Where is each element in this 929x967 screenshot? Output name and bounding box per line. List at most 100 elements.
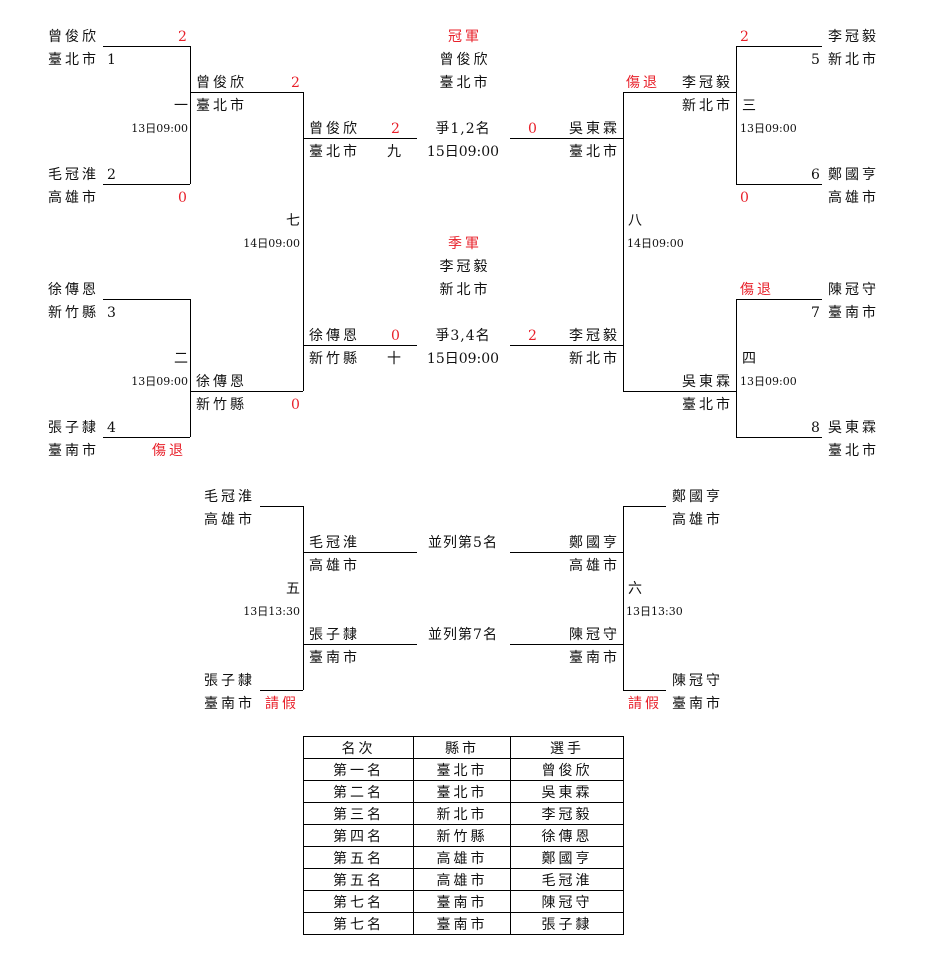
player-name: 吳東霖 [682,374,733,390]
line-tie5-right [510,552,623,553]
rank: 第三名 [303,802,414,825]
match-9-label: 九 [387,144,401,160]
player-name: 吳東霖 [828,420,879,436]
bronze-right-city: 新北市 [569,351,620,367]
match-6-time: 13日13:30 [626,605,683,618]
third-title: 季軍 [448,236,482,252]
city: 高雄市 [413,846,511,869]
score: 2 [291,75,303,91]
score: 2 [178,29,190,45]
match-1-time: 13日09:00 [131,122,188,135]
player-name: 徐傳恩 [48,282,99,298]
player-city: 新北市 [828,52,879,68]
line-seed4 [103,437,190,438]
player-name: 徐傳恩 [196,374,247,390]
header-rank: 名次 [303,736,414,759]
champion-title: 冠軍 [448,29,482,45]
line-seed6 [736,184,822,185]
player-name: 陳冠守 [569,627,620,643]
player-city: 高雄市 [569,558,620,574]
player-city: 臺南市 [309,650,360,666]
player-name: 張子隸 [48,420,99,436]
match-6-label: 六 [628,581,642,597]
match-8-label: 八 [628,213,642,229]
player-city: 臺南市 [48,443,99,459]
player-name: 陳冠守 [828,282,879,298]
rank: 第五名 [303,846,414,869]
player-city: 新竹縣 [48,305,99,321]
player-city: 臺北市 [682,397,733,413]
bronze-left-score: 0 [391,328,403,344]
player: 陳冠守 [510,890,624,913]
status-note: 傷退 [152,443,186,459]
city: 臺南市 [413,890,511,913]
city: 高雄市 [413,868,511,891]
table-header-row: 名次 縣市 選手 [303,736,624,759]
table-row: 第四名新竹縣徐傳恩 [303,824,624,847]
line-tie5-left [303,552,417,553]
seed-number: 4 [107,420,119,436]
line-seed1 [103,46,190,47]
city: 新北市 [413,802,511,825]
table-row: 第五名高雄市鄭國亨 [303,846,624,869]
score: 0 [291,397,303,413]
line-m7 [303,92,304,391]
champion-city: 臺北市 [439,75,491,91]
match-5-time: 13日13:30 [243,605,300,618]
third-city: 新北市 [439,282,491,298]
line-seed2 [103,184,190,185]
status-note: 請假 [265,696,299,712]
player-name: 毛冠淮 [204,489,255,505]
seed-number: 2 [107,167,119,183]
city: 臺北市 [413,758,511,781]
line-c-bottom-left [260,690,303,691]
tie-7-label: 並列第7名 [428,627,498,643]
score: 0 [740,190,752,206]
rank: 第四名 [303,824,414,847]
player-name: 毛冠淮 [48,167,99,183]
score: 2 [740,29,752,45]
player-city: 臺北市 [48,52,99,68]
final-left-name: 曾俊欣 [309,121,360,137]
line-m8 [623,92,624,391]
line-bronze-right [510,345,623,346]
line-seed8 [736,437,822,438]
final-left-score: 2 [391,121,403,137]
player: 張子隸 [510,912,624,935]
table-row: 第五名高雄市毛冠淮 [303,868,624,891]
line-seed7 [736,299,822,300]
match-7-time: 14日09:00 [243,237,300,250]
player-city: 高雄市 [48,190,99,206]
seed-number: 6 [811,167,823,183]
table-row: 第三名新北市李冠毅 [303,802,624,825]
results-table: 名次 縣市 選手 第一名臺北市曾俊欣 第二名臺北市吳東霖 第三名新北市李冠毅 第… [303,736,624,935]
status-note: 傷退 [626,75,660,91]
player-city: 臺北市 [828,443,879,459]
player-name: 陳冠守 [672,673,723,689]
bronze-title: 爭3,4名 [435,328,491,344]
line-w2 [190,391,303,392]
rank: 第七名 [303,890,414,913]
bronze-right-score: 2 [528,328,540,344]
tie-5-label: 並列第5名 [428,535,498,551]
champion-name: 曾俊欣 [439,52,491,68]
final-left-city: 臺北市 [309,144,360,160]
line-w4 [623,391,736,392]
line-m2 [190,299,191,437]
line-tie7-left [303,644,417,645]
player: 毛冠淮 [510,868,624,891]
match-5-label: 五 [286,581,300,597]
player-city: 臺北市 [196,98,247,114]
match-4-time: 13日09:00 [740,375,797,388]
seed-number: 8 [811,420,823,436]
line-c-bottom-right [623,690,666,691]
player-name: 李冠毅 [828,29,879,45]
bronze-time: 15日09:00 [426,351,500,367]
table-row: 第七名臺南市張子隸 [303,912,624,935]
line-seed3 [103,299,190,300]
player-name: 李冠毅 [682,75,733,91]
match-3-time: 13日09:00 [740,122,797,135]
player: 鄭國亨 [510,846,624,869]
final-time: 15日09:00 [426,144,500,160]
match-2-label: 二 [174,351,188,367]
